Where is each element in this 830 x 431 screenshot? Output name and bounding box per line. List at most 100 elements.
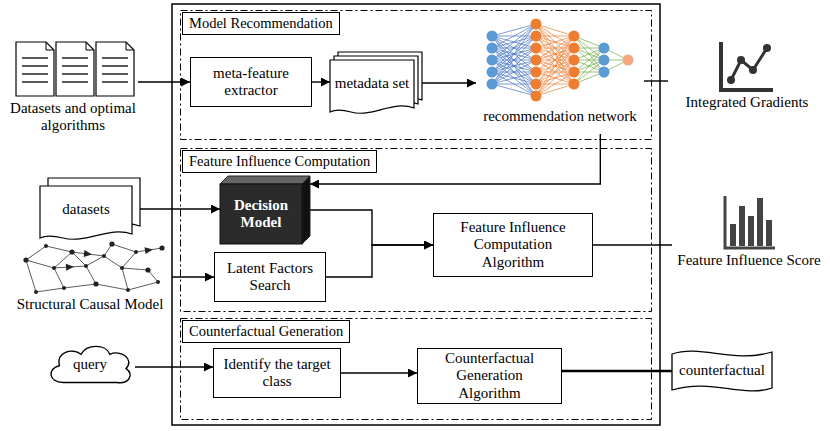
process-box: Latent Factors Search <box>214 252 326 302</box>
node-label: Identify the target class <box>220 356 334 391</box>
graph-node <box>126 288 130 292</box>
connector-arrow <box>135 366 213 367</box>
connector-arrow <box>644 80 668 81</box>
chart-point <box>749 66 757 74</box>
dash-dot-border <box>181 11 652 140</box>
connector-arrow <box>310 210 433 245</box>
network-link <box>492 48 536 84</box>
network-link <box>536 84 574 96</box>
neuron <box>569 67 580 78</box>
network-link <box>536 36 574 48</box>
text-line <box>62 73 88 74</box>
cloud-outline <box>51 346 130 382</box>
connector-arrow <box>312 81 330 82</box>
network-link <box>492 72 536 84</box>
icon-graphic <box>8 238 172 296</box>
chart-bar <box>757 198 763 246</box>
graph-node <box>44 244 48 248</box>
node-label: meta-feature extractor <box>197 65 305 100</box>
neuron <box>487 43 498 54</box>
neuron <box>569 43 580 54</box>
network-link <box>492 48 536 84</box>
chart-axis <box>725 196 775 248</box>
icon-caption: Structural Causal Model <box>17 296 164 313</box>
network-link <box>536 24 574 36</box>
neuron <box>531 31 542 42</box>
text-line <box>22 65 48 66</box>
chart-axis <box>721 42 773 90</box>
network-link <box>536 72 574 96</box>
graph-edge <box>72 252 86 266</box>
document-stack: datasets <box>40 178 140 240</box>
connector-arrow <box>140 208 220 209</box>
node-label: Feature Influence Computation Algorithm <box>442 219 584 271</box>
neuron <box>487 31 498 42</box>
graph-edge <box>26 260 54 268</box>
network-link <box>492 36 536 96</box>
text-line <box>22 73 48 74</box>
node-label: Latent Factors Search <box>221 260 319 295</box>
network-link <box>492 24 536 60</box>
network-link <box>492 60 536 96</box>
icon-caption: Feature Influence Score <box>677 252 820 269</box>
connector-arrow <box>326 245 433 277</box>
neuron <box>531 43 542 54</box>
network-link <box>536 24 574 72</box>
black-box-cube: Decision Model <box>220 176 310 244</box>
page <box>96 42 134 96</box>
network-link <box>536 36 574 60</box>
node-label: query <box>73 356 107 373</box>
network-link <box>536 36 574 96</box>
section-heading: Feature Influence Computation <box>182 150 377 173</box>
graph-edge <box>86 266 96 284</box>
dataset-icon: Datasets and optimal algorithms <box>8 38 138 142</box>
process-box: Identify the target class <box>213 348 341 398</box>
text-line <box>102 65 128 66</box>
query-cloud: query <box>45 342 135 386</box>
network-link <box>492 24 536 84</box>
node-label: datasets <box>62 201 109 218</box>
text-line <box>102 73 128 74</box>
network-link <box>492 24 536 72</box>
connector-arrow <box>341 372 417 373</box>
connector-arrow <box>593 244 672 245</box>
neuron <box>531 79 542 90</box>
graph-edge <box>122 268 128 290</box>
page-fold <box>126 42 134 50</box>
text-line <box>102 81 128 82</box>
chart-bar <box>766 220 772 246</box>
banner-outline <box>672 351 772 391</box>
connector-arrow <box>138 81 190 82</box>
network-link <box>492 36 536 84</box>
icon-graphic <box>8 38 138 100</box>
graph-edge <box>26 246 46 260</box>
graph-edge <box>104 256 122 268</box>
graph-arrow <box>145 246 154 254</box>
page-fold <box>86 42 94 50</box>
section-panel: Model Recommendationmeta-feature extract… <box>180 10 652 140</box>
graph-edge <box>112 244 136 252</box>
network-link <box>536 48 574 96</box>
graph-node <box>134 250 138 254</box>
text-line <box>62 65 88 66</box>
graph-edge <box>26 260 36 292</box>
system-border <box>172 4 660 425</box>
neuron <box>599 67 610 78</box>
node-label: Decision Model <box>224 197 298 232</box>
network-link <box>536 36 574 60</box>
dash-dot-border <box>181 319 652 420</box>
causal-graph: Structural Causal Model <box>8 238 172 320</box>
graph-edge <box>128 282 158 290</box>
chart-point <box>737 56 745 64</box>
neuron <box>487 67 498 78</box>
section-heading: Counterfactual Generation <box>182 320 350 343</box>
neural-network: recommendation network <box>476 12 644 134</box>
network-link <box>536 36 574 37</box>
network-link <box>492 36 536 84</box>
graph-edge <box>54 268 64 288</box>
bar-chart-icon: Feature Influence Score <box>672 194 826 284</box>
process-box: Counterfactual Generation Algorithm <box>417 348 562 404</box>
network-link <box>492 72 536 84</box>
graph-node <box>109 241 114 246</box>
neuron <box>531 55 542 66</box>
